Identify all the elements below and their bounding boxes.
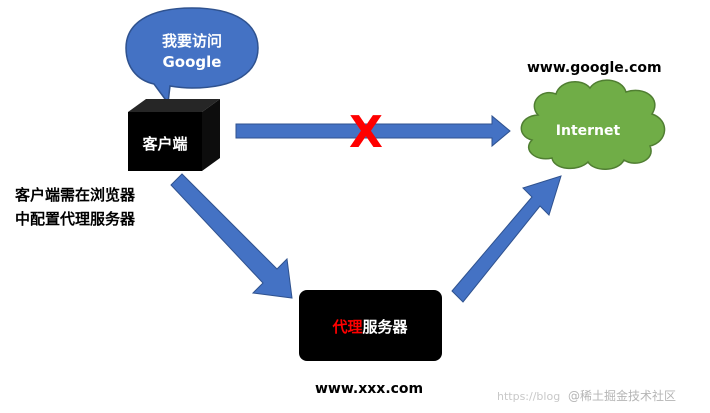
client-note-line1: 客户端需在浏览器: [14, 186, 136, 204]
watermark-brand: @稀土掘金技术社区: [568, 388, 676, 403]
speech-bubble-line2: Google: [163, 53, 222, 71]
google-url: www.google.com: [527, 60, 662, 76]
client-note-line2: 中配置代理服务器: [15, 210, 136, 228]
speech-bubble-shape: [125, 7, 259, 105]
proxy-box-shape: [299, 290, 442, 361]
proxy-url: www.xxx.com: [315, 381, 423, 397]
direct-arrow: [235, 114, 511, 148]
speech-bubble: 我要访问 Google: [125, 7, 259, 105]
client-box: 客户端: [128, 99, 220, 171]
cloud-shape: [520, 79, 666, 170]
internet-cloud: Internet: [520, 79, 666, 170]
proxy-label: 代理服务器: [331, 318, 408, 336]
proxy-label-highlight: 代理: [331, 318, 362, 336]
blocked-x-marker: X: [349, 107, 383, 158]
client-box-front: [128, 112, 202, 171]
internet-label: Internet: [556, 123, 621, 139]
client-box-side: [202, 99, 220, 171]
client-box-top: [128, 99, 220, 112]
client-to-proxy-arrow: [170, 173, 293, 299]
watermark-url: https://blog: [497, 390, 560, 403]
proxy-label-rest: 服务器: [363, 318, 409, 336]
client-label: 客户端: [141, 135, 187, 153]
speech-bubble-line1: 我要访问: [162, 32, 222, 50]
proxy-box: 代理服务器: [299, 290, 442, 361]
proxy-to-internet-arrow: [451, 175, 562, 303]
